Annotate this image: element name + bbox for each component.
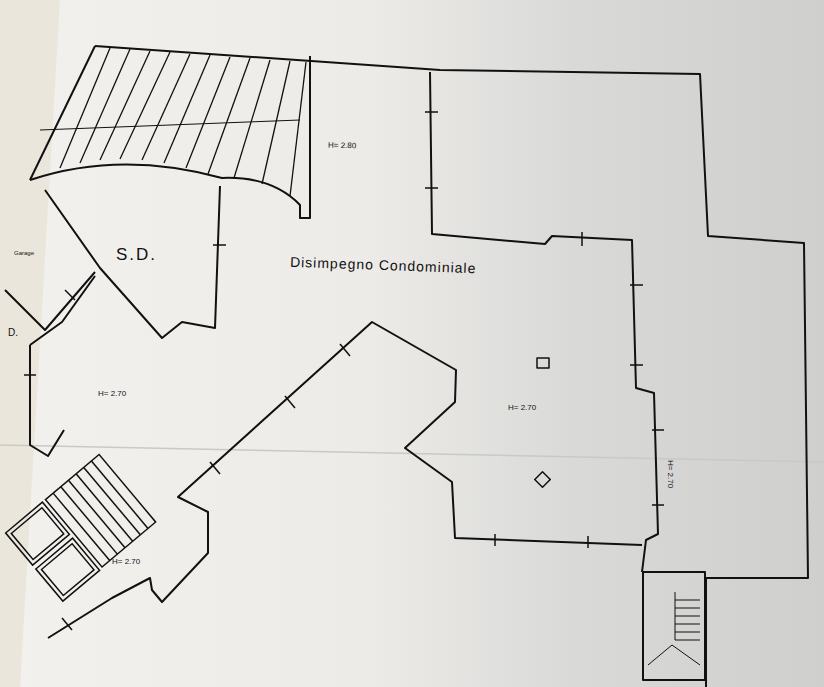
height-label: H= 2.70	[666, 460, 674, 488]
garage-wall	[5, 272, 95, 330]
room-label: Garage	[14, 250, 34, 256]
column-symbol	[535, 472, 551, 488]
tick-marks	[24, 112, 664, 630]
room-label: Disimpegno Condominiale	[290, 255, 477, 275]
stair-outline	[30, 56, 310, 218]
height-label: H= 2.70	[508, 404, 536, 412]
stair-hatch	[40, 48, 306, 196]
stair-steps	[648, 592, 700, 665]
stair-outline	[30, 46, 95, 180]
outer-wall	[705, 578, 707, 687]
room-label: D.	[8, 328, 18, 338]
room-label: S.D.	[116, 246, 157, 263]
outer-wall	[95, 46, 808, 578]
elevator-block	[6, 455, 157, 602]
room-wall	[30, 345, 64, 456]
room-wall	[30, 276, 95, 345]
room-wall	[45, 186, 220, 338]
height-label: H= 2.70	[98, 390, 126, 398]
height-label: H= 2.70	[112, 558, 140, 566]
inner-wall	[430, 72, 658, 572]
paper-edge	[0, 0, 60, 687]
inner-wall	[48, 322, 642, 638]
column-symbol	[537, 358, 549, 368]
stair-box	[643, 572, 705, 680]
height-label: H= 2.80	[328, 142, 356, 150]
